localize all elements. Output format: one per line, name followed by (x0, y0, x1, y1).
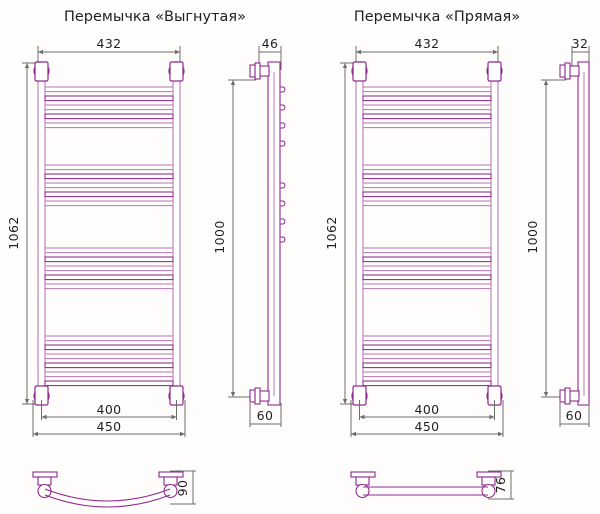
bottom-view-curved: 90 (32, 470, 196, 508)
dim-bottom-outer-straight (350, 400, 504, 437)
bottom-straight-bar (363, 486, 488, 496)
side-fitting-top-straight (559, 62, 580, 80)
side-view-curved: 46 1000 (212, 36, 286, 427)
side-fitting-top-curved (249, 62, 270, 80)
dim-label-height-straight: 1062 (324, 216, 339, 249)
side-view-straight: 32 1000 (525, 36, 590, 427)
dim-label-bottom-depth-straight: 76 (493, 477, 508, 494)
drawing-curved: Перемычка «Выгнутая» 432 1062 (6, 9, 286, 508)
dim-side-bottom-curved (249, 403, 282, 427)
title-curved: Перемычка «Выгнутая» (64, 9, 246, 25)
dim-label-side-height-curved: 1000 (212, 220, 227, 253)
rungs-curved (44, 86, 174, 387)
dim-label-side-bottom-straight: 60 (566, 408, 583, 423)
dim-height-straight (340, 62, 360, 405)
dim-label-bottom-inner-straight: 400 (414, 402, 439, 417)
dim-side-height-straight (541, 79, 566, 398)
bottom-view-straight: 76 (350, 470, 514, 500)
side-rung-ends-curved (279, 86, 286, 243)
dim-label-height-curved: 1062 (6, 216, 21, 249)
bottom-foot-left-straight (350, 471, 376, 499)
dim-bottom-inner-curved (41, 400, 177, 420)
title-straight: Перемычка «Прямая» (354, 9, 520, 25)
bottom-foot-left-curved (32, 471, 58, 499)
dim-label-side-top-straight: 32 (572, 36, 589, 51)
dim-label-side-top-curved: 46 (262, 36, 279, 51)
dim-label-bottom-inner-curved: 400 (96, 402, 121, 417)
drawing-straight: Перемычка «Прямая» 432 1062 (324, 9, 590, 500)
dim-label-side-height-straight: 1000 (525, 220, 540, 253)
dim-label-bottom-depth-curved: 90 (175, 480, 190, 497)
dim-side-bottom-straight (559, 403, 590, 427)
dim-bottom-depth-curved (170, 470, 196, 505)
corner-fittings-curved (33, 61, 185, 406)
dim-label-bottom-outer-straight: 450 (414, 419, 439, 434)
dim-bottom-inner-straight (359, 400, 495, 420)
dim-label-side-bottom-curved: 60 (257, 408, 274, 423)
dim-label-top-width-curved: 432 (96, 36, 121, 51)
dim-label-bottom-outer-curved: 450 (96, 419, 121, 434)
dim-bottom-depth-straight (488, 470, 514, 500)
bottom-foot-right-straight (476, 471, 502, 499)
side-fitting-bottom-curved (249, 387, 270, 405)
side-fitting-bottom-straight (559, 387, 580, 405)
rungs-straight (362, 86, 492, 387)
dim-bottom-outer-curved (32, 400, 186, 437)
dim-label-top-width-straight: 432 (414, 36, 439, 51)
bottom-curved-bar (44, 488, 171, 508)
